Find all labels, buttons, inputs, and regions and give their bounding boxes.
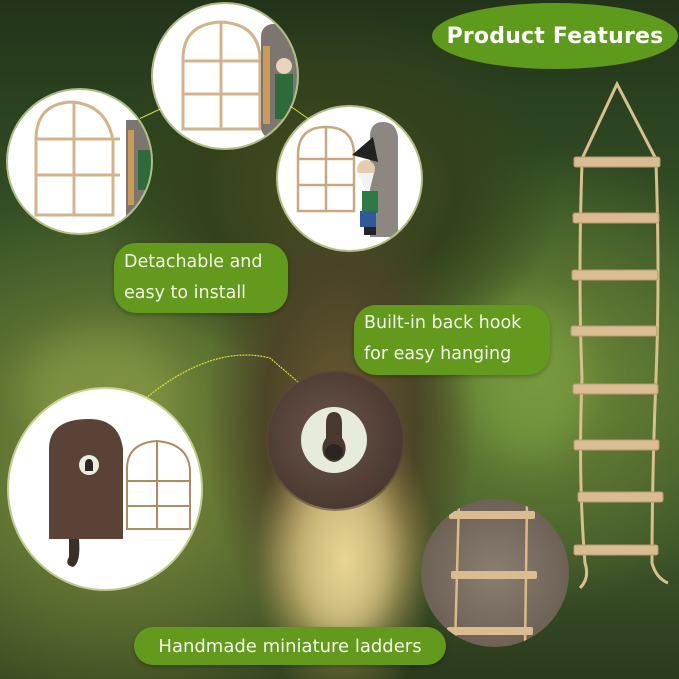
door-hook-icon <box>49 419 191 567</box>
feature-text: Detachable and <box>124 252 263 272</box>
connector-curve <box>89 354 306 454</box>
rope-ladder <box>570 80 669 590</box>
feature-text: Built-in back hook <box>364 313 522 333</box>
gnome-peeking-window <box>278 107 421 250</box>
ladder-bark-icon <box>447 499 537 647</box>
keyhole-hook-icon <box>301 407 367 473</box>
feature-text: Handmade miniature ladders <box>158 635 422 657</box>
feature-text: for easy hanging <box>364 344 512 364</box>
feature-label-ladders: Handmade miniature ladders <box>134 627 446 665</box>
feature-label-detachable: Detachable and easy to install <box>114 243 288 313</box>
title-badge: Product Features <box>432 3 678 69</box>
feature-label-hook: Built-in back hook for easy hanging <box>354 305 550 375</box>
ladder-on-tree <box>421 499 569 647</box>
window-frame-icon <box>181 20 297 139</box>
hook-closeup <box>268 372 403 509</box>
feature-text: easy to install <box>124 283 247 303</box>
page-title: Product Features <box>446 23 664 49</box>
window-frame-icon <box>34 100 151 220</box>
window-with-gnome-left <box>8 90 151 233</box>
window-with-gnome-top <box>153 4 297 148</box>
door-back-with-hook <box>9 389 201 589</box>
window-frame-icon <box>296 122 398 237</box>
